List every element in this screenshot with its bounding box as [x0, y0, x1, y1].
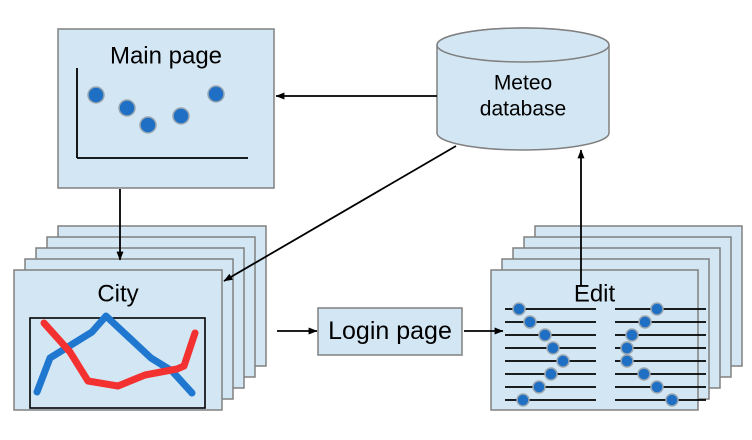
edit-row-dot-left-1: [523, 315, 537, 329]
edit-row-dot-right-1: [638, 315, 652, 329]
edit-row-dot-right-6: [650, 380, 664, 394]
edit-row-dot-right-4: [620, 354, 634, 368]
edit-row-dot-left-3: [546, 341, 560, 355]
main-page-card: [57, 28, 275, 189]
edit-row-dot-left-4: [556, 354, 570, 368]
edit-row-dot-right-7: [665, 393, 679, 407]
city-label: City: [97, 280, 138, 307]
meteo-database-label-line2: database: [480, 98, 566, 121]
node-login-page[interactable]: [317, 307, 463, 356]
edit-row-dot-right-3: [620, 341, 634, 355]
edit-row-dot-left-5: [544, 367, 558, 381]
login-page-label: Login page: [328, 317, 452, 345]
edit-label: Edit: [574, 280, 616, 307]
edit-row-dot-left-6: [532, 380, 546, 394]
cylinder-top: [436, 27, 610, 63]
login-page-box: [317, 307, 463, 356]
edit-row-dot-right-2: [625, 328, 639, 342]
node-meteo-database[interactable]: [436, 27, 610, 151]
connector-arrows: [116, 92, 585, 335]
main-page-label: Main page: [110, 42, 222, 69]
city-chart-frame: [29, 317, 206, 409]
node-main-page[interactable]: [57, 28, 275, 189]
scatter-point-0: [87, 86, 105, 104]
scatter-point-2: [139, 116, 157, 134]
edit-row-dot-left-0: [512, 302, 526, 316]
edit-row-dot-left-2: [538, 328, 552, 342]
meteo-database-label-line1: Meteo: [494, 72, 552, 95]
scatter-point-4: [207, 85, 225, 103]
city-series-red: [40, 319, 199, 390]
scatter-point-3: [172, 107, 190, 125]
edit-row-dot-right-5: [637, 367, 651, 381]
node-edit-stack[interactable]: [490, 225, 743, 411]
edit-row-dot-left-7: [516, 393, 530, 407]
arrow-database-to-city: [223, 145, 457, 282]
scatter-point-1: [118, 99, 136, 117]
edit-row-dot-right-0: [650, 302, 664, 316]
node-city-stack[interactable]: [13, 225, 267, 411]
